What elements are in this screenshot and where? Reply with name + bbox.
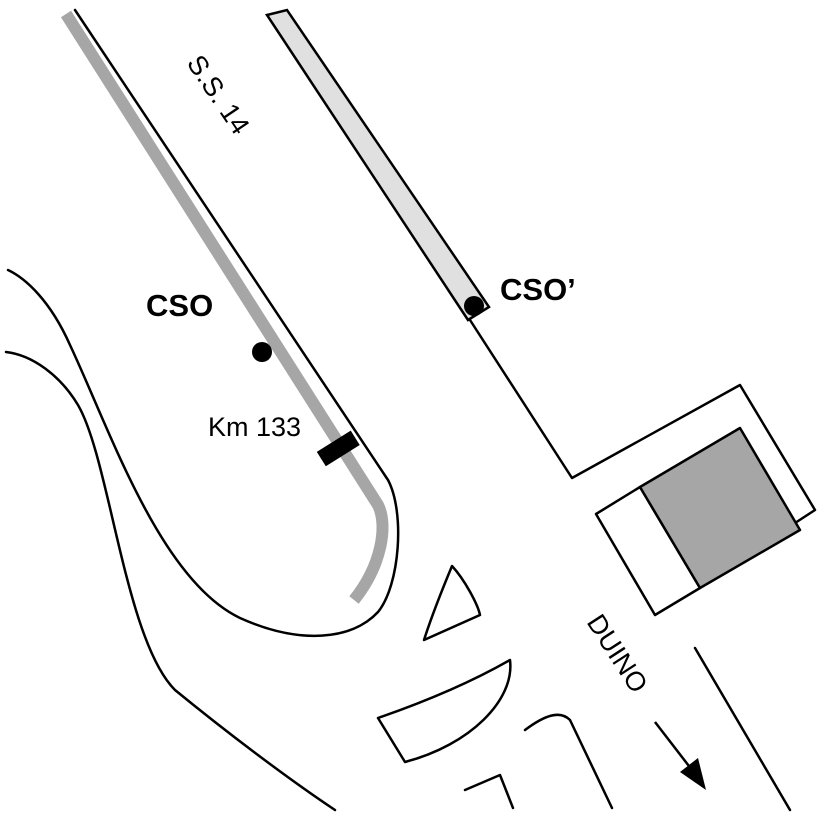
cso-label: CSO (146, 288, 213, 323)
building (638, 426, 802, 590)
junction-curve-left (463, 773, 515, 810)
km-marker-label: Km 133 (208, 412, 301, 442)
platform-strip (264, 8, 491, 322)
cso-prime-label: CSO’ (500, 272, 576, 307)
cso-prime-point-icon[interactable] (464, 296, 484, 316)
road-edge-left (6, 8, 400, 638)
road-label: S.S. 14 (181, 50, 255, 140)
road-edge-outer (4, 350, 337, 812)
junction-curve-right (523, 713, 614, 810)
traffic-island-upper (422, 564, 482, 642)
rail-track (60, 10, 389, 604)
road-edge-duino (693, 646, 792, 812)
direction-arrow-icon (654, 721, 706, 790)
traffic-island-lower (376, 658, 512, 764)
km-marker-icon (316, 430, 360, 467)
cso-point-icon[interactable] (252, 342, 272, 362)
direction-label: DUINO (581, 609, 654, 698)
